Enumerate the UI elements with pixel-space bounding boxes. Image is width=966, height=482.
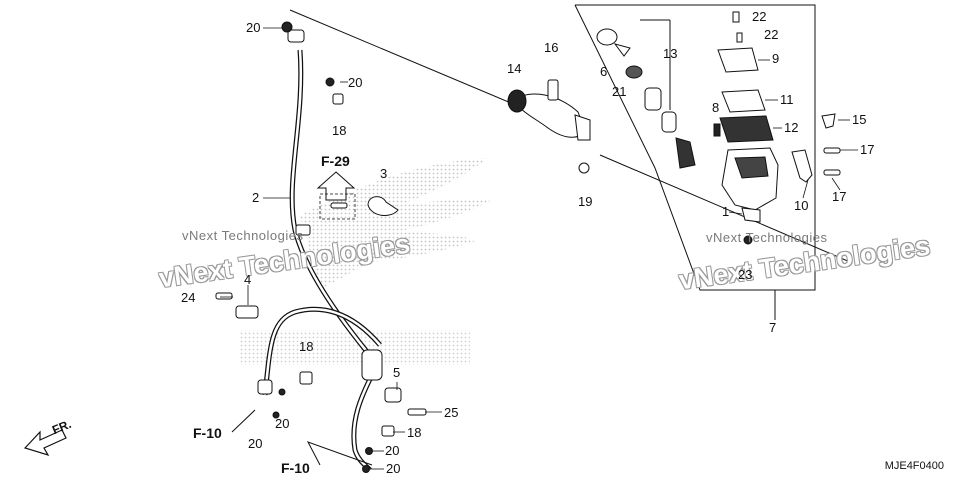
callout-14[interactable]: 14 (507, 61, 522, 76)
upper-brake-hose (287, 29, 380, 367)
callout-8[interactable]: 8 (712, 100, 720, 115)
diagram-code: MJE4F0400 (884, 460, 944, 472)
callout-22[interactable]: 22 (752, 9, 767, 24)
callout-20[interactable]: 20 (275, 416, 290, 431)
callout-7[interactable]: 7 (769, 320, 777, 335)
small-bolts-right (732, 11, 841, 176)
wing-logo-watermark (240, 158, 492, 365)
callout-18[interactable]: 18 (299, 339, 314, 354)
callout-2[interactable]: 2 (252, 190, 260, 205)
watermark-text: vNext Technologies (182, 228, 304, 243)
callout-18[interactable]: 18 (332, 123, 347, 138)
callout-leaders (220, 27, 858, 470)
callout-20[interactable]: 20 (386, 461, 401, 476)
callout-15[interactable]: 15 (852, 112, 867, 127)
callout-12[interactable]: 12 (784, 120, 799, 135)
callout-18[interactable]: 18 (407, 425, 422, 440)
brake-lever (507, 79, 591, 174)
fasteners (215, 21, 427, 473)
reference-f29[interactable]: F-29 (321, 153, 350, 169)
callout-17[interactable]: 17 (832, 189, 847, 204)
callout-1[interactable]: 1 (722, 204, 730, 219)
callout-24[interactable]: 24 (181, 290, 196, 305)
callout-17[interactable]: 17 (860, 142, 875, 157)
callout-4[interactable]: 4 (244, 272, 252, 287)
lower-brake-hoses (257, 306, 383, 472)
callout-20[interactable]: 20 (248, 436, 263, 451)
f10-pointers (231, 409, 373, 466)
master-cylinder-internals (596, 28, 696, 169)
callout-16[interactable]: 16 (544, 40, 559, 55)
callout-3[interactable]: 3 (380, 166, 388, 181)
callout-13[interactable]: 13 (663, 46, 678, 61)
reservoir-cap-parts (713, 47, 774, 143)
master-cylinder-body (721, 147, 813, 245)
f29-reference-arrow (316, 171, 356, 220)
callout-21[interactable]: 21 (612, 84, 627, 99)
callout-23[interactable]: 23 (738, 267, 753, 282)
front-direction-arrow (23, 429, 67, 457)
reference-f10[interactable]: F-10 (193, 425, 222, 441)
callout-20[interactable]: 20 (246, 20, 261, 35)
callout-10[interactable]: 10 (794, 198, 809, 213)
callout-5[interactable]: 5 (393, 365, 401, 380)
callout-9[interactable]: 9 (772, 51, 780, 66)
callout-19[interactable]: 19 (578, 194, 593, 209)
callout-22[interactable]: 22 (764, 27, 779, 42)
callout-25[interactable]: 25 (444, 405, 459, 420)
callout-11[interactable]: 11 (780, 92, 794, 107)
callout-20[interactable]: 20 (385, 443, 400, 458)
reference-f10[interactable]: F-10 (281, 460, 310, 476)
callout-6[interactable]: 6 (600, 64, 608, 79)
watermark-text: vNext Technologies (706, 230, 828, 245)
callout-20[interactable]: 20 (348, 75, 363, 90)
